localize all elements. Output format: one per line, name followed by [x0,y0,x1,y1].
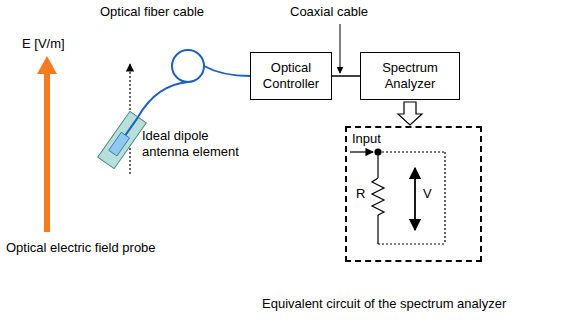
box-text: Spectrum Analyzer [361,60,459,91]
field-label: E [V/m] [22,36,65,52]
process-box: Spectrum Analyzer [360,52,460,100]
field-arrow [37,56,57,232]
process-box: Optical Controller [250,52,332,100]
element-label: Ideal dipole antenna element [142,128,247,159]
signal-arrow [398,102,422,125]
port-label: Input [352,131,381,147]
cable-label: Optical fiber cable [100,4,204,20]
caption-label: Equivalent circuit of the spectrum analy… [262,296,506,312]
symbol-label: R [356,186,365,201]
symbol-label: V [423,186,432,201]
coaxial-line [332,75,360,77]
optical-fiber [138,50,250,117]
probe-element [98,111,147,168]
probe-label: Optical electric field probe [6,240,156,256]
equivalent-circuit [350,149,445,244]
circuit-frame: RV [345,126,482,262]
box-text: Optical Controller [251,60,331,91]
coax-leader [340,24,341,73]
cable-label: Coaxial cable [290,4,368,20]
